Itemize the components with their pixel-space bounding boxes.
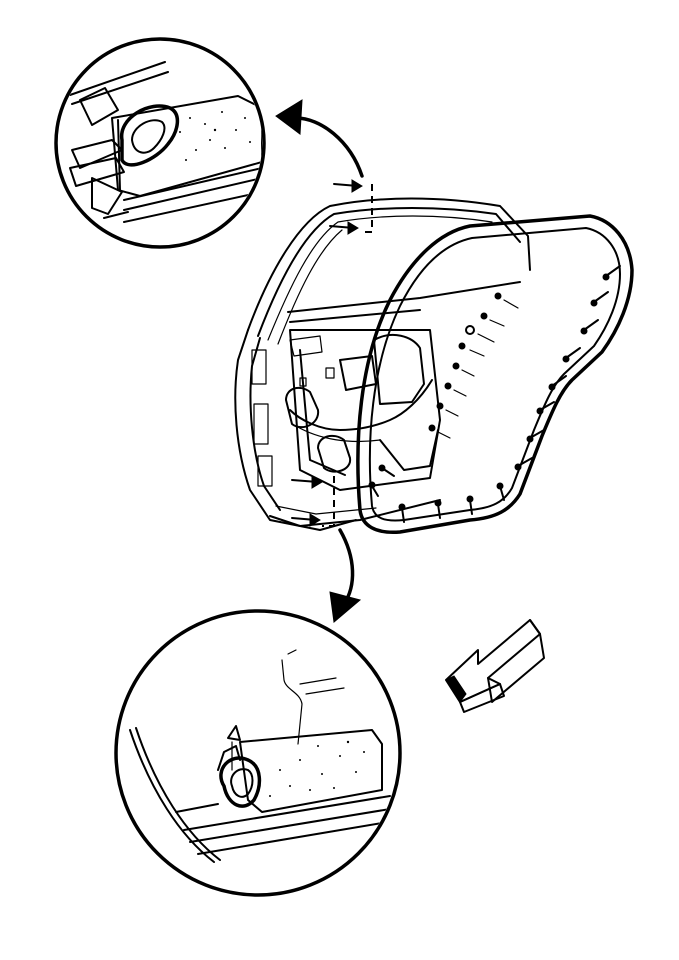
weatherstrip-loop <box>356 214 634 535</box>
upper-marker-arrow-2 <box>347 221 359 235</box>
fastener-pin <box>602 265 621 281</box>
upper-arrow-shaft <box>294 116 364 178</box>
door-frame-channel-2 <box>277 229 343 345</box>
access-holes <box>285 333 425 473</box>
lower-retainer <box>217 745 241 771</box>
door-sill <box>269 499 441 527</box>
direction-arrow-shade-1 <box>445 675 467 703</box>
weatherstrip-inner <box>368 227 621 522</box>
door-assembly <box>234 197 531 531</box>
upper-lip-edge <box>103 211 129 219</box>
door-outer-panel-inner <box>249 337 281 511</box>
upper-lip-1 <box>71 139 123 169</box>
door-frame-channel <box>267 215 493 341</box>
upper-lip-2 <box>69 157 125 187</box>
lower-arrow-shaft <box>338 528 355 606</box>
upper-bulb-core <box>131 119 166 154</box>
upper-texture <box>179 111 251 161</box>
lower-flange-stub <box>175 803 219 813</box>
upper-detail-circle <box>54 37 266 249</box>
upper-detail-callout <box>54 37 266 249</box>
upper-detail-section <box>69 61 262 223</box>
direction-arrow-side <box>487 619 545 703</box>
lower-flange-lines <box>183 795 398 855</box>
fastener-pin <box>496 482 505 501</box>
weatherstrip-fasteners <box>368 265 621 523</box>
lower-marker-arrow-2 <box>309 513 321 527</box>
lower-detail-section <box>129 649 398 863</box>
fastener-pin <box>466 495 474 515</box>
fastener-pin <box>434 499 442 519</box>
lower-arrowhead <box>329 591 362 623</box>
door-outer-panel <box>234 329 357 531</box>
door-inner-flange <box>299 349 346 476</box>
lower-detail-circle <box>114 609 402 897</box>
lower-clip-head <box>227 725 241 741</box>
upper-marker-arrow-1 <box>351 179 363 193</box>
panel-fastener-holes <box>428 292 519 439</box>
door-rod-1 <box>289 379 433 431</box>
direction-arrow-bottom <box>459 683 505 713</box>
lower-seal-body <box>239 729 383 813</box>
upper-marker-bracket <box>360 184 373 233</box>
lower-texture <box>269 740 365 797</box>
fastener-pin <box>562 347 581 363</box>
upper-lower-rails <box>123 167 262 223</box>
upper-lip-3 <box>91 177 123 215</box>
upper-rail-lines <box>69 61 169 105</box>
lower-wire-lead <box>281 659 303 745</box>
door-sill-2 <box>275 505 377 515</box>
weatherstrip-outer <box>356 214 634 535</box>
door-regulator <box>379 429 439 471</box>
door-beltline-2 <box>289 309 421 323</box>
fastener-pin <box>536 401 555 415</box>
lower-wire-rails <box>299 677 345 695</box>
fastener-pin <box>526 429 545 443</box>
fastener-pin <box>590 291 609 307</box>
fastener-pin <box>378 464 395 477</box>
lower-wire-tip <box>287 649 297 655</box>
door-beltline <box>287 281 521 313</box>
lower-detail-callout <box>114 609 402 897</box>
fastener-pin <box>368 481 379 497</box>
fastener-pin <box>514 457 533 471</box>
upper-retainer <box>79 87 119 126</box>
lower-pointer-arrow <box>329 528 362 623</box>
door-frame-outer <box>247 197 531 331</box>
fastener-pin <box>398 503 406 523</box>
upper-seal-edge <box>117 119 121 191</box>
door-inner-panel <box>289 329 441 491</box>
lower-bulb-core <box>230 768 254 798</box>
door-frame-inner <box>257 207 521 337</box>
upper-arrowhead <box>275 99 303 135</box>
direction-arrow <box>445 619 545 713</box>
lower-marker-bracket <box>322 476 335 527</box>
lower-bulb <box>219 756 262 808</box>
door-hinges <box>251 349 273 487</box>
lower-sheet-edge <box>129 729 215 863</box>
fastener-pin <box>548 375 567 391</box>
fastener-pin <box>580 319 599 335</box>
lower-marker-arrow-1 <box>311 475 323 489</box>
lower-sheet-edge-2 <box>135 727 221 861</box>
upper-bulb <box>120 104 180 167</box>
upper-pointer-arrow <box>275 99 364 178</box>
callout-markers <box>291 179 373 527</box>
